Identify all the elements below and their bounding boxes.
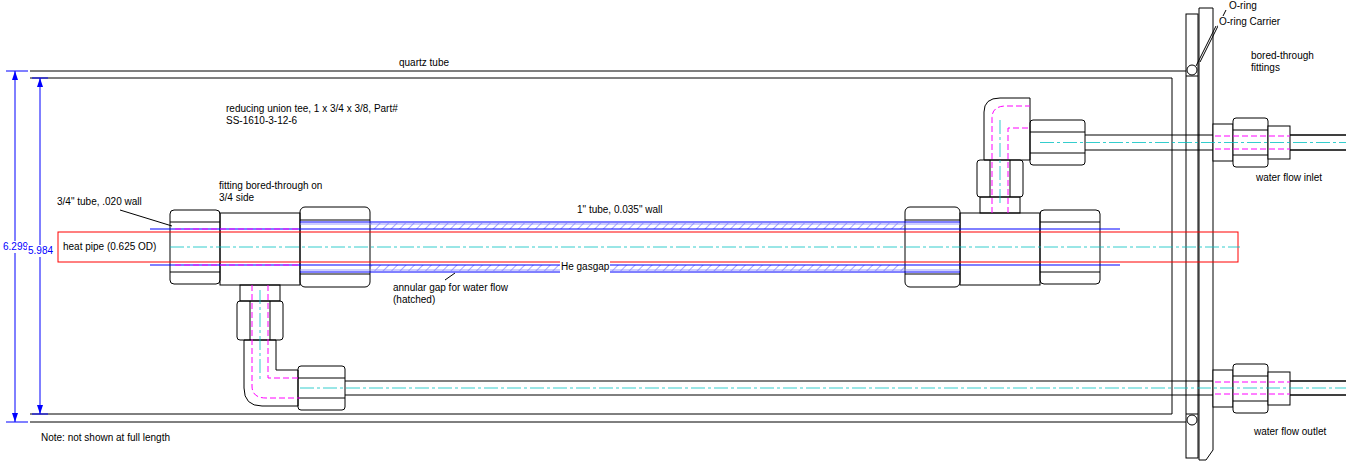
part-name: heat pipe (0.625 OD) xyxy=(62,241,157,253)
part-name: 3/4" tube, .020 wall xyxy=(56,196,143,208)
dimension: 5.984 xyxy=(27,245,54,257)
flow-label: water flow inlet xyxy=(1255,172,1323,184)
part-name: O-ring xyxy=(1228,0,1258,12)
part-name: fitting bored-through on 3/4 side xyxy=(218,180,326,204)
part-name: annular gap for water flow (hatched) xyxy=(392,282,510,306)
dimension: 6.299 xyxy=(2,241,29,253)
note: Note: not shown at full length xyxy=(40,432,171,444)
part-name: He gasgap xyxy=(560,261,610,273)
flow-label: water flow outlet xyxy=(1253,426,1327,438)
part-name: quartz tube xyxy=(398,57,450,69)
part-name: O-ring Carrier xyxy=(1218,16,1281,28)
part-name: 1" tube, 0.035" wall xyxy=(576,204,664,216)
part-name: bored-through fittings xyxy=(1250,50,1324,74)
part-name: reducing union tee, 1 x 3/4 x 3/8, Part#… xyxy=(225,103,409,127)
